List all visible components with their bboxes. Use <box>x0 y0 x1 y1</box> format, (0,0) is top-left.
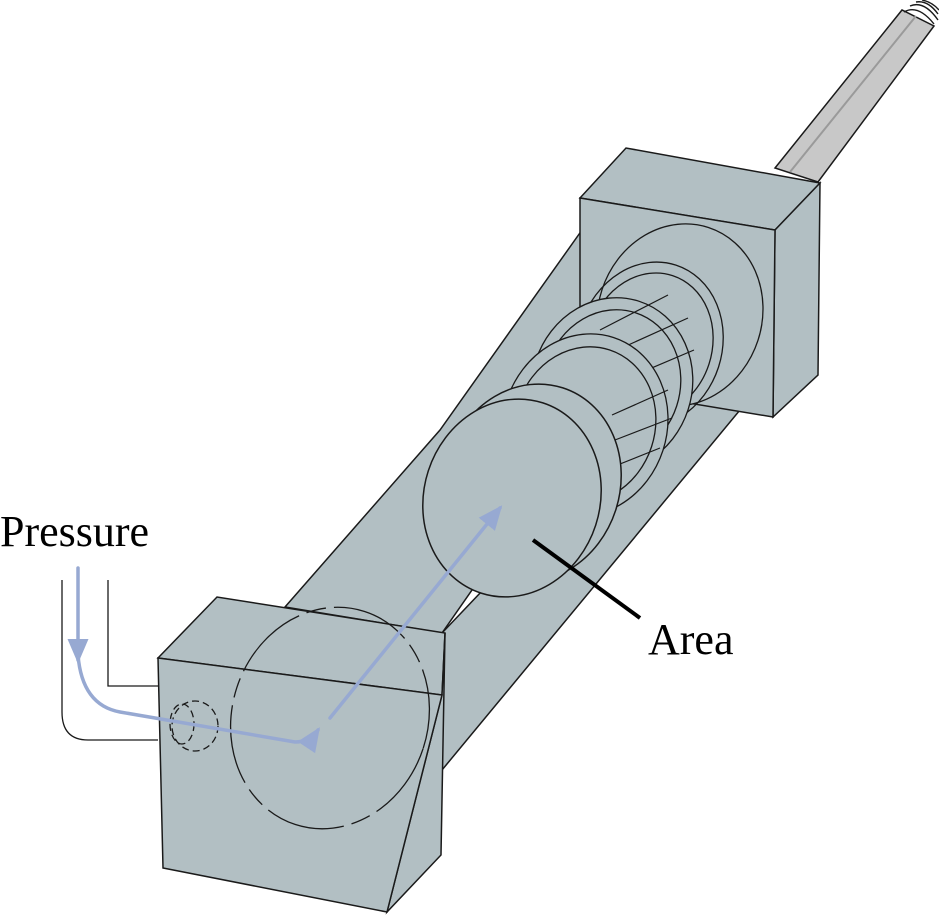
pressure-flow-arrow <box>67 505 503 754</box>
pressure-label: Pressure <box>0 507 149 556</box>
rod-thread <box>903 0 939 25</box>
front-end-cap <box>156 596 446 915</box>
flow-bend-segment <box>76 653 320 754</box>
area-label: Area <box>648 615 734 664</box>
inlet-port <box>61 580 158 741</box>
area-leader-line <box>531 538 642 620</box>
flow-piston-segment <box>328 505 503 720</box>
piston-rod <box>773 0 939 183</box>
